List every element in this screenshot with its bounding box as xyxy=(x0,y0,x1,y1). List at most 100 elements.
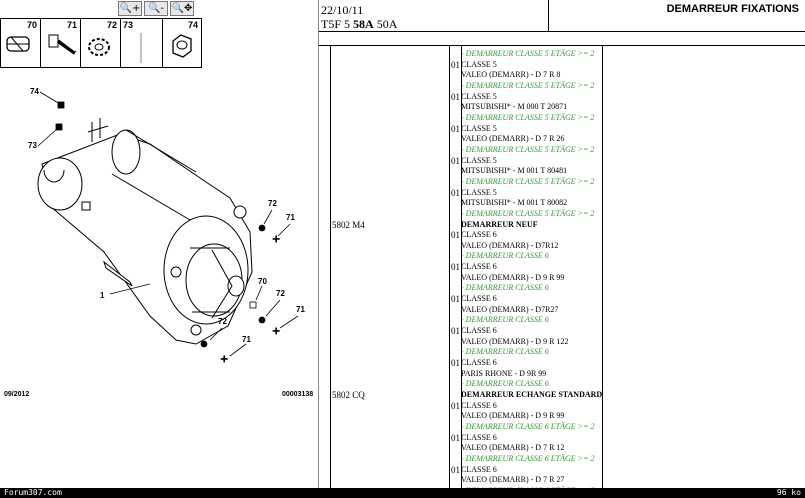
row-qty: 01 xyxy=(451,187,460,198)
list-item-line: - DEMARREUR CLASSE 6 ETÄGE >= 2 xyxy=(461,486,594,489)
svg-text:+: + xyxy=(272,234,280,245)
list-item-line: CLASSE 6 xyxy=(461,432,497,442)
model-suffix: 50A xyxy=(373,17,398,31)
divider xyxy=(319,45,805,46)
list-item-line: CLASSE 5 xyxy=(461,59,497,69)
list-item-line: VALEO (DEMARR) - D 9 R 99 xyxy=(461,411,565,420)
list-item-line: VALEO (DEMARR) - D 7 R 8 xyxy=(461,70,561,79)
divider xyxy=(602,45,603,488)
list-item-line: - DEMARREUR CLASSE 6 xyxy=(461,283,549,292)
list-item-line: - DEMARREUR CLASSE 6 ETÄGE >= 2 xyxy=(461,421,595,431)
callout-label: 71 xyxy=(242,335,251,344)
callout-label: 71 xyxy=(296,305,305,314)
callout-label: 70 xyxy=(258,277,267,286)
callout-label: 73 xyxy=(28,141,37,150)
divider xyxy=(548,0,549,31)
diagram-ref: 00003138 xyxy=(282,391,314,398)
part-cell[interactable]: 74 xyxy=(162,18,202,68)
page-size: 96 ko xyxy=(776,488,801,497)
parts-list-pane: 22/10/11 T5F 5 58A 50A DEMARREUR FIXATIO… xyxy=(319,0,805,488)
list-item-line: CLASSE 6 xyxy=(461,358,497,367)
header-model: T5F 5 58A 50A xyxy=(321,17,397,32)
zoom-out-button[interactable]: 🔍- xyxy=(144,1,168,16)
list-item-line: - DEMARREUR CLASSE 6 xyxy=(461,315,549,324)
model-code: 58A xyxy=(353,17,374,31)
diagram-pane: 🔍+ 🔍- 🔍✥ 70 71 72 xyxy=(0,0,319,488)
starter-motor-diagram: 74 73 72 71 1 70 72 71 72 71 + + + xyxy=(28,87,305,365)
callout-label: 72 xyxy=(218,317,227,326)
list-item-line: - DEMARREUR CLASSE 5 ETÄGE >= 2 xyxy=(461,176,595,186)
list-item-line: CLASSE 6 xyxy=(461,400,497,410)
list-item-line: VALEO (DEMARR) - D7R27 xyxy=(461,304,559,314)
part-cell[interactable]: 71 xyxy=(40,18,80,68)
list-item-line: - DEMARREUR CLASSE 5 ETÄGE >= 2 xyxy=(461,208,595,218)
list-item-line: CLASSE 5 xyxy=(461,123,497,133)
status-bar: Forum307.com 96 ko xyxy=(0,488,805,498)
zoom-out-icon: 🔍- xyxy=(147,3,165,14)
callout-label: 72 xyxy=(276,289,285,298)
part-cell[interactable]: 70 xyxy=(0,18,40,68)
list-item-line: CLASSE 6 xyxy=(461,230,497,239)
part-cell[interactable]: 72 xyxy=(80,18,120,68)
list-item-line: VALEO (DEMARR) - D 7 R 12 xyxy=(461,443,565,452)
list-item-line: CLASSE 5 xyxy=(461,187,497,197)
list-item-line: CLASSE 6 xyxy=(461,294,497,303)
nut-icon xyxy=(172,34,192,58)
list-item-line: - DEMARREUR CLASSE 5 ETÄGE >= 2 xyxy=(461,144,595,154)
list-item-line: VALEO (DEMARR) - D 7 R 27 xyxy=(461,475,565,484)
list-item-line: - DEMARREUR CLASSE 6 xyxy=(461,379,549,388)
svg-text:+: + xyxy=(272,326,280,337)
list-item-line: - DEMARREUR CLASSE 5 ETÄGE >= 2 xyxy=(461,48,595,58)
zoom-toolbar: 🔍+ 🔍- 🔍✥ xyxy=(118,1,194,17)
list-item[interactable]: VALEO (DEMARR) - D 7 R 4- DEMARREUR CLAS… xyxy=(461,47,594,59)
row-qty: 01 xyxy=(451,262,460,272)
site-name: Forum307.com xyxy=(4,488,62,497)
part-number: 70 xyxy=(26,20,37,30)
row-qty: 01 xyxy=(451,59,460,70)
washer-icon xyxy=(88,38,110,56)
svg-text:+: + xyxy=(220,354,228,365)
row-qty: 01 xyxy=(451,464,460,475)
list-item-line: - DEMARREUR CLASSE 5 ETÄGE >= 2 xyxy=(461,112,595,122)
row-qty: 01 xyxy=(451,230,460,240)
list-item-line: CLASSE 6 xyxy=(461,464,497,474)
part-cell[interactable]: 73 xyxy=(120,18,162,68)
divider xyxy=(330,45,331,488)
divider xyxy=(319,31,805,32)
callout-label: 1 xyxy=(100,291,105,300)
list-item-line: MITSUBISHI* - M 001 T 80082 xyxy=(461,198,568,207)
list-item-line: - DEMARREUR CLASSE 6 xyxy=(461,347,549,356)
zoom-in-button[interactable]: 🔍+ xyxy=(118,1,142,16)
callout-label: 71 xyxy=(286,213,295,222)
list-item-line: CLASSE 6 xyxy=(461,262,497,271)
part-number: 71 xyxy=(66,20,77,30)
list-item-line: VALEO (DEMARR) - D7R12 xyxy=(461,240,559,250)
diagram-date: 09/2012 xyxy=(4,391,30,398)
clip-icon xyxy=(6,36,30,52)
stud-icon xyxy=(140,33,142,63)
row-qty: 01 xyxy=(451,432,460,443)
list-item-line: - DEMARREUR CLASSE 6 xyxy=(461,251,549,260)
page-title: DEMARREUR FIXATIONS xyxy=(666,3,799,15)
list-item-line: CLASSE 5 xyxy=(461,91,497,101)
list-item-line: CLASSE 5 xyxy=(461,155,497,165)
list-item-line: VALEO (DEMARR) - D 9 R 122 xyxy=(461,336,569,346)
zoom-fit-button[interactable]: 🔍✥ xyxy=(170,1,194,16)
row-qty: 01 xyxy=(451,91,460,102)
list-item-line: MITSUBISHI* - M 001 T 80481 xyxy=(461,166,568,175)
row-qty: 01 xyxy=(451,400,460,411)
part-number: 74 xyxy=(187,20,198,30)
